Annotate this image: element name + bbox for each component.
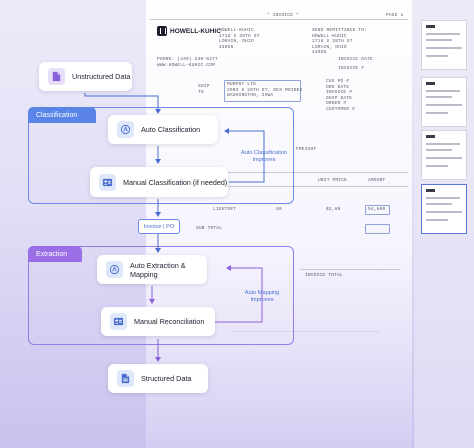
document-icon xyxy=(48,68,65,85)
remit-to: SEND REMITTANCE TO: HOWELL-KUHIC 1718 S … xyxy=(312,28,368,56)
row-item: LIGHTSET xyxy=(213,207,237,212)
manual-classification-node[interactable]: Manual Classification (if needed) xyxy=(90,167,228,197)
classification-improves-note: Auto Classification Improves xyxy=(240,150,287,163)
page-thumbnail-selected[interactable] xyxy=(421,184,467,234)
page-thumbnail[interactable] xyxy=(421,20,467,70)
extraction-section xyxy=(28,246,294,345)
sub-total-label: SUB TOTAL xyxy=(196,226,223,231)
freight-header: FREIGHT xyxy=(296,147,317,152)
company-contact: PHONE: (440) 240-0277 WWW.HOWELL-KUHIC.C… xyxy=(157,57,218,68)
mapping-improves-note: Auto Mapping Improves xyxy=(244,290,280,303)
sub-total-highlight xyxy=(365,224,390,234)
order-fields: CUS PO # ORD DATE INVOICE # SHIP DATE OR… xyxy=(326,79,356,112)
company-logo-icon xyxy=(157,26,167,36)
invoice-footer-rule xyxy=(230,331,380,332)
user-card-icon xyxy=(110,313,127,330)
manual-classification-label: Manual Classification (if needed) xyxy=(123,177,228,187)
structured-data-label: Structured Data xyxy=(141,374,192,383)
ship-to-address: MURPHY LTD 2003 S 26TH ST, DES MOINES WA… xyxy=(227,82,303,99)
invoice-total-label: INVOICE TOTAL xyxy=(305,273,343,278)
page-thumbnail[interactable] xyxy=(421,130,467,180)
user-card-icon xyxy=(99,173,116,191)
manual-reconciliation-node[interactable]: Manual Reconciliation xyxy=(101,307,215,336)
amount-header: AMOUNT xyxy=(368,178,386,183)
classification-section xyxy=(28,107,294,204)
unstructured-data-node[interactable]: Unstructured Data xyxy=(39,62,132,91)
invoice-total-rule xyxy=(300,269,400,270)
amount-highlight xyxy=(365,205,390,215)
page-thumbnail[interactable] xyxy=(421,77,467,127)
extraction-tag: Extraction xyxy=(28,246,82,262)
invoice-header-rule xyxy=(150,186,408,187)
company-name: HOWELL-KUHIC xyxy=(170,27,221,35)
invoice-po-handoff: Invoice | PO xyxy=(138,219,180,234)
unit-price-header: UNIT PRICE xyxy=(318,178,348,183)
row-price: $2,80 xyxy=(326,207,341,212)
auto-classification-label: Auto Classification xyxy=(141,125,201,134)
auto-extraction-label: Auto Extraction & Mapping xyxy=(130,260,186,279)
auto-extraction-node[interactable]: Auto Extraction & Mapping xyxy=(97,255,207,284)
unstructured-data-label: Unstructured Data xyxy=(72,72,131,81)
arrow-extraction-feedback xyxy=(215,265,263,323)
invoice-page: PAGE 1 xyxy=(386,13,404,18)
ai-extraction-icon xyxy=(106,261,123,278)
manual-reconciliation-label: Manual Reconciliation xyxy=(134,317,205,326)
arrow-start-to-classification xyxy=(84,93,161,114)
page-thumbnails xyxy=(414,0,474,448)
invoice-header: * INVOICE * xyxy=(267,13,299,18)
row-qty: 50 xyxy=(276,207,282,212)
auto-classification-node[interactable]: Auto Classification xyxy=(108,115,218,144)
structured-document-icon xyxy=(117,370,134,387)
invoice-rule xyxy=(150,19,408,20)
ship-to-highlight xyxy=(224,80,301,102)
invoice-date-label: INVOICE DATE xyxy=(338,57,373,62)
arrow-classification-feedback xyxy=(224,128,265,183)
classification-tag: Classification xyxy=(28,107,96,123)
invoice-logo: HOWELL-KUHIC xyxy=(157,26,221,36)
company-address: HOWELL-KUHIC 1718 S 38TH ST LORAIN, OHIO… xyxy=(219,28,260,50)
ai-classification-icon xyxy=(117,121,134,138)
invoice-no-label: INVOICE # xyxy=(338,66,365,71)
invoice-table-rule xyxy=(150,172,408,173)
row-amount: 54,600 xyxy=(368,207,386,212)
structured-data-node[interactable]: Structured Data xyxy=(108,364,208,393)
ship-label: SHIP TO xyxy=(198,84,210,95)
